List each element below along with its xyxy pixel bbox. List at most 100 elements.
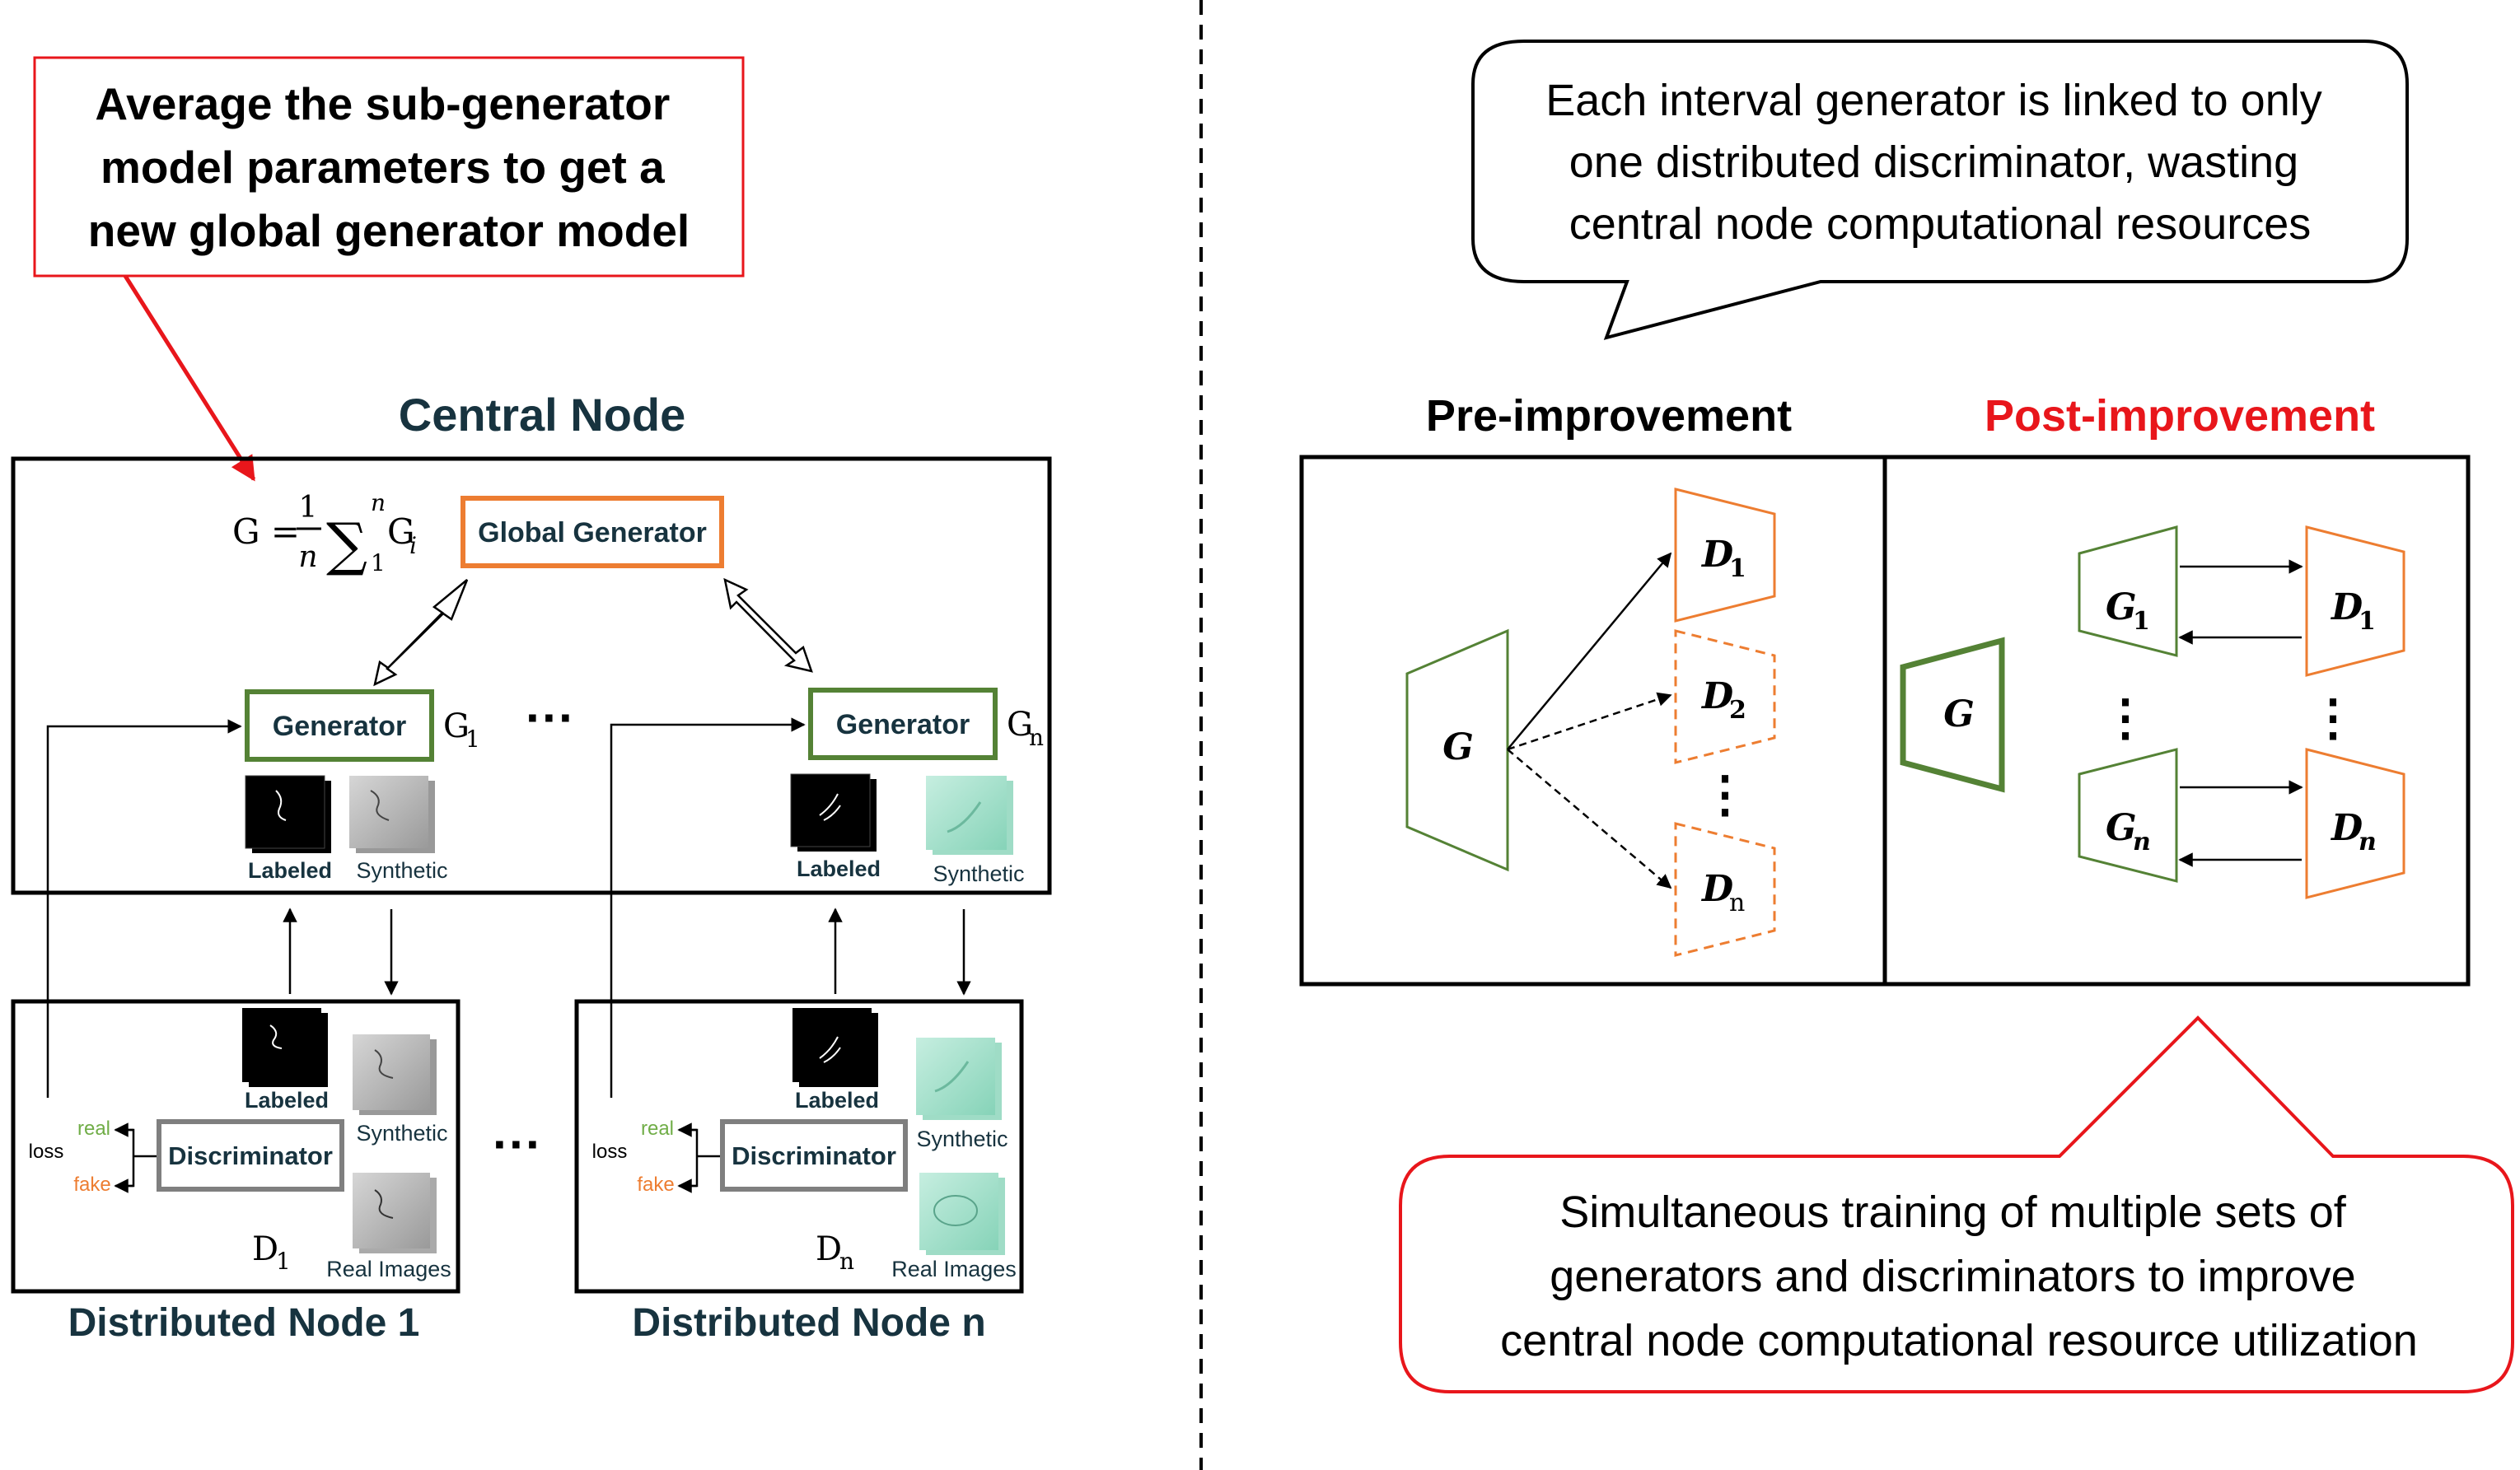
pre-dn-subscript: n: [1729, 889, 1745, 917]
node1-labeled-image: [242, 1008, 328, 1087]
callout-line-2: model parameters to get a: [101, 142, 665, 193]
pre-generator-shape: [1405, 628, 1509, 872]
noden-discriminator-label: Discriminator: [732, 1141, 896, 1170]
callout-bottom-line-1: Simultaneous training of multiple sets o…: [1559, 1188, 2346, 1237]
central-synthetic-image-n: [926, 776, 1013, 855]
node1-fake-label: fake: [73, 1174, 110, 1196]
noden-real-label: real: [641, 1118, 674, 1140]
averaging-formula: G = 1 n ∑ n 1 G i: [232, 489, 417, 578]
central-node-title: Central Node: [399, 389, 686, 441]
pre-arrow-g-dn: [1507, 749, 1672, 889]
noden-labeled-caption: Labeled: [795, 1088, 879, 1113]
noden-bracket: [687, 1128, 699, 1188]
svg-text:1: 1: [371, 549, 386, 576]
sync-arrow-left: [373, 579, 469, 687]
pre-arrow-g-d2: [1507, 692, 1672, 751]
svg-text:n: n: [371, 489, 386, 516]
bubble-line-1: Each interval generator is linked to onl…: [1545, 76, 2322, 125]
g1-subscript: 1: [465, 726, 480, 753]
node1-real-label: real: [77, 1118, 110, 1140]
central-labeled-image-n: [790, 773, 877, 852]
pre-dn-shape: [1674, 822, 1776, 957]
pre-d2-label: D: [1700, 675, 1733, 717]
post-d1-subscript: 1: [2359, 607, 2376, 636]
global-generator-label: Global Generator: [478, 517, 707, 548]
central-labeled-caption-1: Labeled: [248, 858, 332, 883]
noden-loss-label: loss: [592, 1141, 628, 1163]
generator-n-box: [808, 688, 998, 760]
svg-text:G =: G =: [232, 511, 300, 552]
sync-arrow-right: [723, 577, 813, 673]
node1-discriminator-box: [157, 1119, 344, 1192]
callout-arrow: [123, 274, 256, 482]
callout-bottom-line-2: generators and discriminators to improve: [1550, 1252, 2355, 1301]
noden-d-subscript: n: [839, 1248, 854, 1275]
pre-g-label: G: [1442, 726, 1474, 768]
post-generator-shape: [1900, 637, 2005, 793]
svg-text:Average the sub-generator: Average the sub-generator model paramete…: [88, 78, 690, 256]
central-node-box: [11, 456, 1052, 895]
gn-symbol: G: [1007, 706, 1033, 744]
post-gn-label: G: [2106, 807, 2137, 849]
gn-subscript: n: [1029, 724, 1044, 751]
generator-1-box: [245, 689, 434, 762]
noden-discriminator-box: [720, 1119, 908, 1192]
central-synthetic-caption-1: Synthetic: [356, 858, 447, 883]
callout-line-3: new global generator model: [88, 205, 690, 256]
post-g1-shape: [2078, 525, 2178, 657]
distributed-node-n-title: Distributed Node n: [632, 1301, 985, 1345]
pre-arrow-g-d1: [1507, 552, 1672, 750]
parameter-averaging-callout: [33, 56, 745, 278]
pre-improvement-title: Pre-improvement: [1426, 391, 1792, 441]
post-dn-label: D: [2330, 807, 2363, 849]
pre-d1-subscript: 1: [1729, 554, 1746, 583]
svg-text:n: n: [298, 540, 317, 574]
global-generator-box: [461, 496, 724, 568]
pre-d2-subscript: 2: [1729, 696, 1746, 725]
pre-vertical-dots: ⋮: [1700, 766, 1750, 824]
loss-feedback-line-n: [610, 717, 806, 1098]
solution-callout: [1399, 1015, 2514, 1393]
noden-real-image: [919, 1173, 1005, 1255]
post-g-label: G: [1943, 693, 1975, 735]
post-dn-shape: [2305, 748, 2405, 899]
callout-bottom-line-3: central node computational resource util…: [1500, 1316, 2418, 1365]
post-g1-subscript: 1: [2133, 607, 2150, 636]
svg-text:Each interval generator is lin: Each interval generator is linked to onl…: [1545, 76, 2335, 249]
post-g1-label: G: [2106, 586, 2137, 628]
central-labeled-caption-n: Labeled: [797, 856, 881, 881]
node1-loss-label: loss: [29, 1141, 64, 1163]
svg-text:Simultaneous training of multi: Simultaneous training of multiple sets o…: [1500, 1188, 2418, 1365]
central-synthetic-caption-n: Synthetic: [933, 861, 1024, 886]
noden-d-symbol: D: [816, 1230, 842, 1268]
node1-discriminator-label: Discriminator: [168, 1141, 333, 1170]
problem-speech-bubble: [1471, 40, 2409, 340]
bubble-line-3: central node computational resources: [1569, 199, 2312, 249]
noden-synthetic-caption: Synthetic: [916, 1127, 1008, 1151]
loss-feedback-line-1: [46, 719, 242, 1098]
pre-d1-label: D: [1700, 534, 1733, 576]
noden-labeled-image: [792, 1008, 878, 1087]
post-gn-shape: [2078, 748, 2178, 883]
pre-dn-label: D: [1700, 868, 1733, 910]
svg-text:∑: ∑: [326, 511, 367, 578]
post-improvement-title: Post-improvement: [1985, 391, 2375, 441]
node1-labeled-caption: Labeled: [245, 1088, 329, 1113]
node1-synthetic-caption: Synthetic: [356, 1121, 447, 1146]
noden-synthetic-image: [916, 1038, 1002, 1120]
noden-real-images-caption: Real Images: [891, 1257, 1017, 1281]
post-d1-label: D: [2330, 586, 2363, 628]
node1-d-subscript: 1: [276, 1248, 291, 1275]
g1-symbol: G: [443, 707, 470, 745]
svg-text:i: i: [409, 532, 417, 559]
distributed-node-1-box: [11, 999, 461, 1294]
svg-text:1: 1: [299, 491, 318, 525]
pre-d1-shape: [1674, 488, 1776, 623]
distributed-node-n-box: [574, 999, 1024, 1294]
node1-real-image: [353, 1173, 437, 1253]
noden-fake-label: fake: [637, 1174, 674, 1196]
generator-n-label: Generator: [836, 709, 970, 740]
central-synthetic-image-1: [349, 776, 435, 853]
post-vertical-dots-d: ⋮: [2308, 689, 2358, 747]
